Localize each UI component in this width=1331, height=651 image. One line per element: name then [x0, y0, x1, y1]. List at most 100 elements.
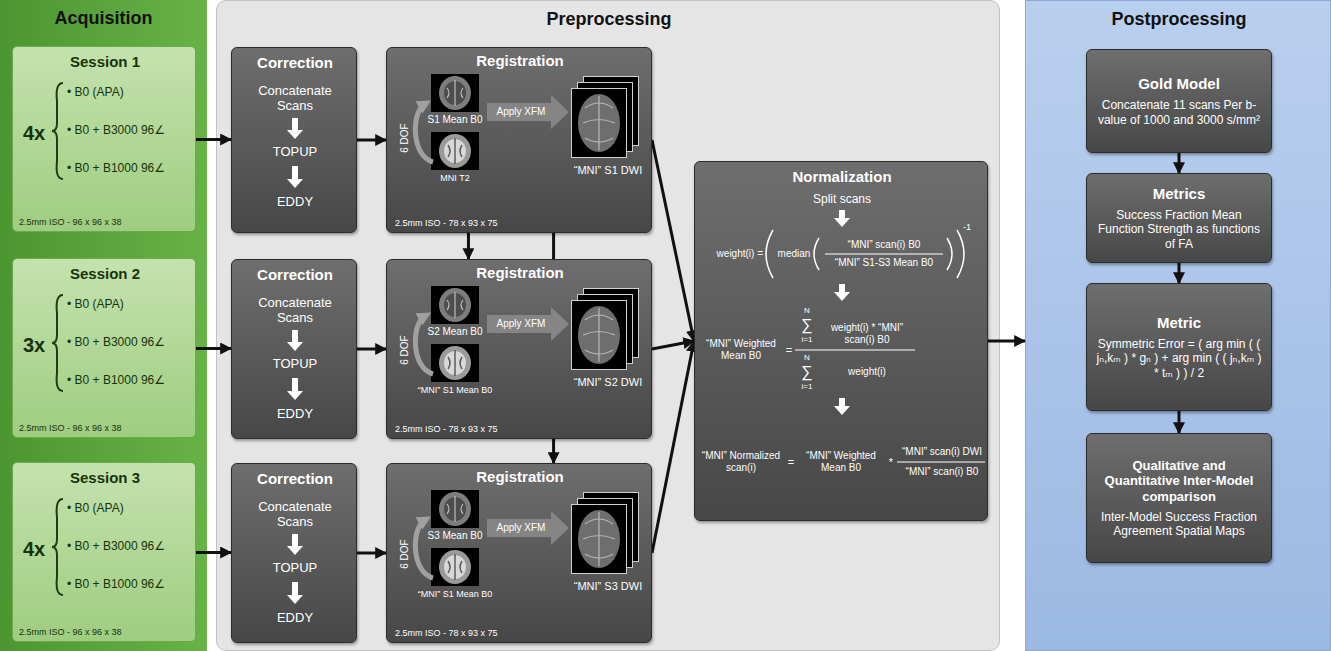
image-label: S3 Mean B0 — [415, 530, 495, 542]
arrow-label: 6 DOF — [399, 524, 411, 584]
stage-panel: PostprocessingGold ModelConcatenate 11 s… — [1025, 0, 1331, 651]
panel-title: Acquisition — [0, 8, 207, 30]
process-box: MetricsSuccess Fraction Mean Function St… — [1086, 173, 1272, 263]
image-label: “MNI” S3 DWI — [563, 580, 653, 593]
resolution-note: 2.5mm ISO - 78 x 93 x 75 — [395, 424, 615, 435]
scan-item: • B0 + B1000 96∠ — [67, 577, 195, 591]
arrow-label: Apply XFM — [491, 106, 551, 118]
registration-illustration — [387, 48, 653, 228]
process-box: Qualitative and Quantitative Inter-Model… — [1086, 433, 1272, 563]
formula-operator: * — [885, 456, 897, 469]
flow-arrow — [988, 340, 1025, 343]
scan-item: • B0 (APA) — [67, 501, 195, 515]
step-text: EDDY — [232, 610, 358, 626]
flow-arrow — [357, 552, 386, 555]
formula-exponent: -1 — [963, 222, 985, 233]
registration-box: RegistrationS1 Mean B06 DOFMNI T2Apply X… — [386, 47, 652, 233]
box-title: Correction — [232, 54, 358, 72]
scan-item: • B0 + B1000 96∠ — [67, 161, 195, 175]
formula-limit: i=1 — [795, 335, 819, 345]
repeat-count: 4x — [17, 537, 51, 561]
step-text: Split scans — [695, 192, 989, 206]
flow-arrow — [652, 341, 694, 553]
flow-arrow — [1178, 411, 1181, 433]
flow-arrow — [1178, 263, 1181, 283]
process-box: Gold ModelConcatenate 11 scans Per b-val… — [1086, 49, 1272, 153]
session-box: Session 1 4x • B0 (APA) • B0 + B3000 96∠ • B… — [12, 46, 196, 232]
correction-box: CorrectionConcatenate ScansTOPUP EDDY — [231, 463, 357, 643]
formula-term: weight(i) = — [699, 248, 763, 260]
step-text: Concatenate Scans — [240, 295, 350, 326]
image-label: S2 Mean B0 — [415, 326, 495, 338]
image-label: S1 Mean B0 — [415, 114, 495, 126]
resolution-note: 2.5mm ISO - 78 x 93 x 75 — [395, 628, 615, 639]
box-body: Symmetric Error = ( arg min ( ( jₙ,kₘ ) … — [1095, 337, 1263, 380]
flow-arrow — [467, 233, 470, 259]
step-text: EDDY — [232, 406, 358, 422]
session-box: Session 34x• B0 (APA)• B0 + B3000 96∠• B… — [12, 462, 196, 642]
repeat-count: 3x — [17, 333, 51, 357]
stage-panel: PreprocessingCorrectionConcatenate Scans… — [216, 0, 1000, 651]
formula-term: “MNI” Weighted Mean B0 — [699, 338, 783, 362]
formula-term: “MNI” scan(i) DWI — [899, 446, 985, 458]
step-text: Concatenate Scans — [240, 499, 350, 530]
correction-box: CorrectionConcatenate ScansTOPUPEDDY — [231, 259, 357, 439]
image-label: MNI T2 — [409, 173, 501, 184]
flow-arrow — [196, 551, 231, 554]
flow-arrow — [652, 140, 694, 341]
formula-operator: = — [785, 456, 797, 469]
scan-item: • B0 + B3000 96∠ — [67, 335, 195, 349]
flow-arrow — [652, 341, 694, 349]
registration-illustration — [387, 260, 653, 440]
formula-operator: = — [783, 344, 795, 357]
formula-sum: ∑ — [795, 315, 819, 334]
scan-item: • B0 (APA) — [67, 85, 195, 99]
registration-box: Registration S2 Mean B0 6 DOF “MNI” S1 Mean… — [386, 259, 652, 439]
step-text: Concatenate Scans — [240, 83, 350, 114]
flow-arrow — [552, 233, 555, 463]
resolution-note: 2.5mm ISO - 96 x 96 x 38 — [19, 217, 193, 228]
repeat-count: 4x — [17, 121, 51, 145]
normalization-box: NormalizationSplit scansweight(i) =media… — [694, 161, 988, 521]
scan-item: • B0 + B3000 96∠ — [67, 539, 195, 553]
formula-term: “MNI” Normalized scan(i) — [697, 450, 785, 474]
step-text: TOPUP — [232, 144, 358, 160]
brace-symbol — [51, 293, 65, 393]
arrow-label: Apply XFM — [491, 318, 551, 330]
formula-limit: N — [797, 353, 817, 363]
formula-term: weight(i) * “MNI” scan(i) B0 — [821, 322, 913, 346]
session-title: Session 1 — [13, 53, 197, 71]
flow-arrow — [357, 348, 386, 351]
brace-symbol — [51, 497, 65, 597]
panel-title: Postprocessing — [1026, 9, 1331, 31]
box-title: Normalization — [695, 168, 989, 186]
box-title: Qualitative and Quantitative Inter-Model… — [1095, 458, 1263, 505]
scan-item: • B0 + B1000 96∠ — [67, 373, 195, 387]
session-title: Session 2 — [13, 265, 197, 283]
formula-term: weight(i) — [821, 366, 913, 378]
formula-term: “MNI” scan(i) B0 — [823, 239, 945, 251]
box-title: Registration — [387, 264, 653, 282]
box-title: Correction — [232, 470, 358, 488]
flow-arrow — [196, 138, 231, 141]
arrow-label: 6 DOF — [399, 320, 411, 380]
registration-illustration — [387, 464, 653, 644]
arrow-label: 6 DOF — [399, 108, 411, 168]
scan-item: • B0 (APA) — [67, 297, 195, 311]
step-text: EDDY — [232, 194, 358, 210]
step-text: TOPUP — [232, 560, 358, 576]
flow-arrow — [196, 347, 231, 350]
resolution-note: 2.5mm ISO - 78 x 93 x 75 — [395, 218, 615, 229]
formula-term: “MNI” S1-S3 Mean B0 — [823, 257, 945, 269]
arrow-label: Apply XFM — [491, 522, 551, 534]
formula-limit: N — [797, 306, 817, 316]
resolution-note: 2.5mm ISO - 96 x 96 x 38 — [19, 423, 193, 434]
scan-item: • B0 + B3000 96∠ — [67, 123, 195, 137]
step-text: TOPUP — [232, 356, 358, 372]
box-body: Success Fraction Mean Function Strength … — [1095, 208, 1263, 251]
image-label: “MNI” S1 DWI — [563, 164, 653, 177]
session-box: Session 2 3x • B0 (APA) • B0 + B3000 96∠ • B… — [12, 258, 196, 438]
registration-box: RegistrationS3 Mean B06 DOF“MNI” S1 Mean… — [386, 463, 652, 643]
image-label: “MNI” S1 Mean B0 — [409, 385, 501, 396]
